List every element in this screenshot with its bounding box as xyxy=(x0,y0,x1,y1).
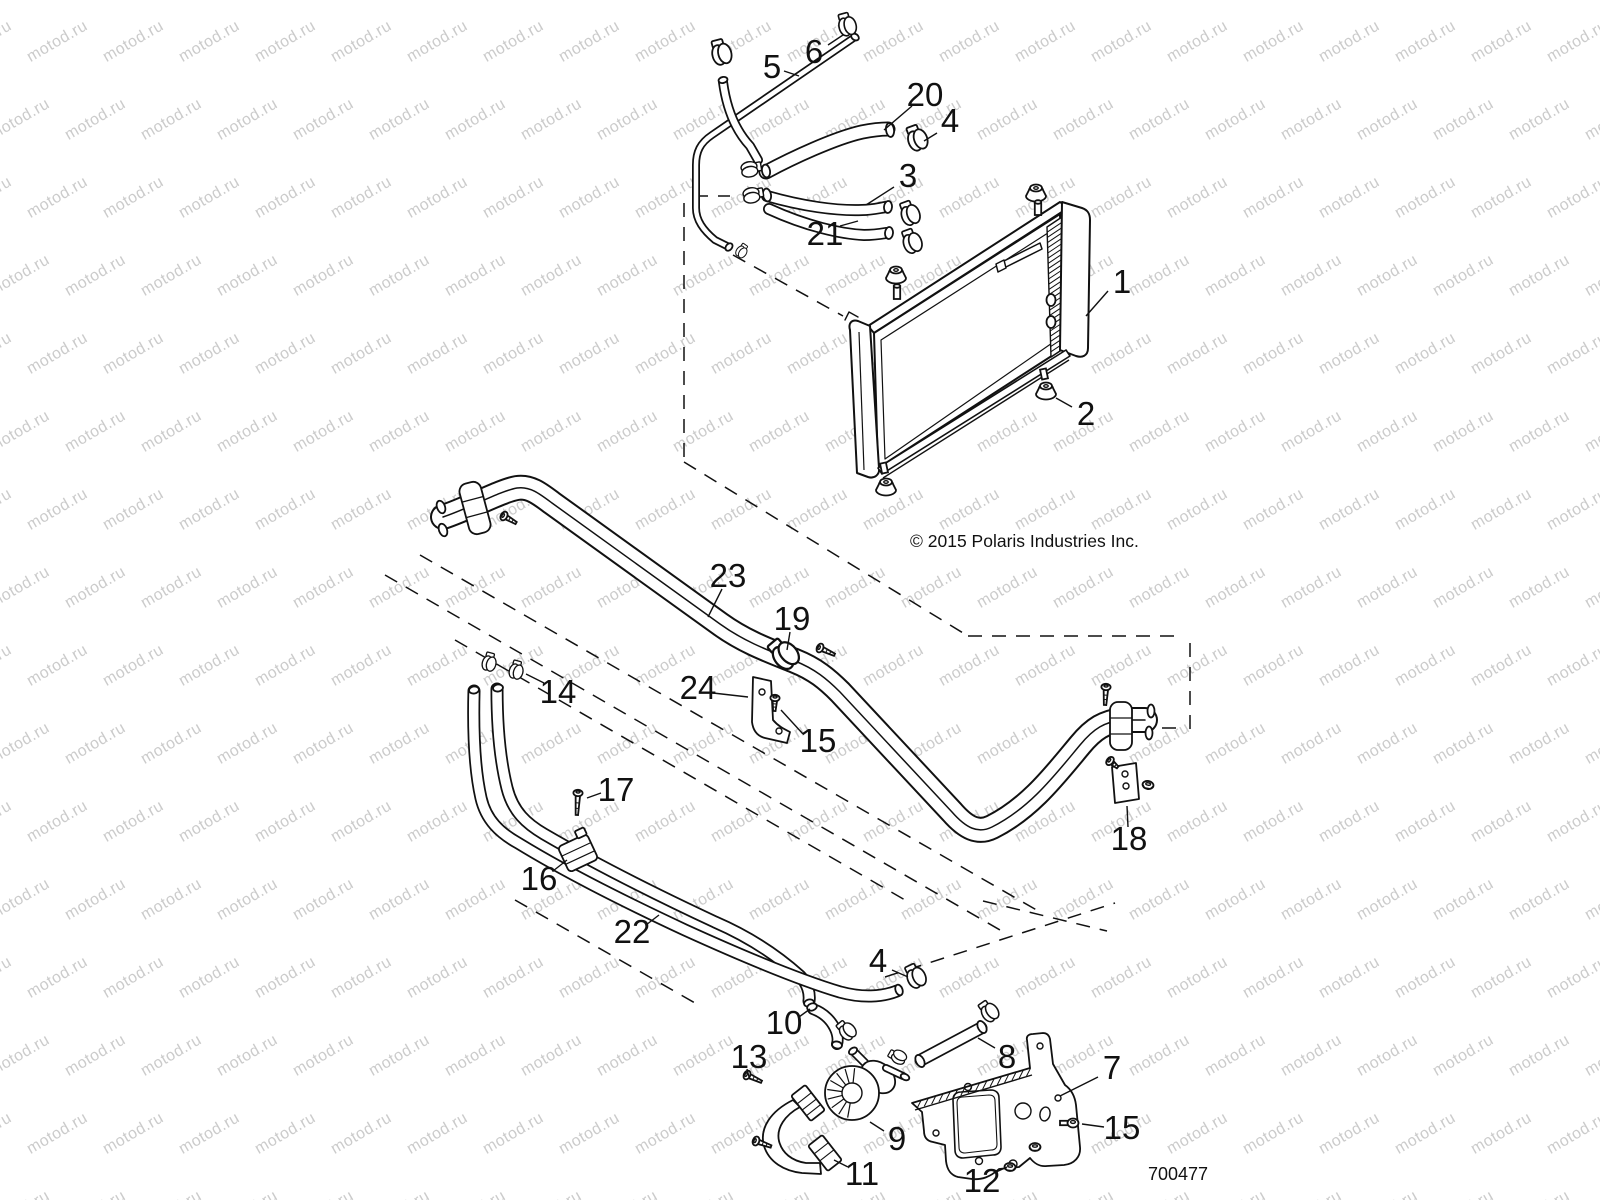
callout-4: 4 xyxy=(869,942,887,979)
callout-leader-13 xyxy=(746,1068,750,1078)
callout-leader-1 xyxy=(1085,290,1109,317)
callout-2: 2 xyxy=(1077,395,1095,432)
middle-coolant-tubes xyxy=(430,474,1158,843)
callout-6: 6 xyxy=(805,33,823,70)
callout-15: 15 xyxy=(800,722,837,759)
callout-leader-6 xyxy=(827,34,844,46)
callout-leader-11 xyxy=(833,1159,849,1168)
callout-leader-4 xyxy=(923,132,938,142)
callout-leader-15 xyxy=(780,709,804,735)
callout-leader-16 xyxy=(552,859,568,872)
callout-4: 4 xyxy=(941,102,959,139)
callout-leader-14 xyxy=(525,673,545,684)
callout-16: 16 xyxy=(521,860,558,897)
callout-7: 7 xyxy=(1103,1049,1121,1086)
bypass-hose-and-tube xyxy=(806,999,1000,1068)
callout-leader-4 xyxy=(891,969,909,978)
callout-15: 15 xyxy=(1104,1109,1141,1146)
callout-24: 24 xyxy=(680,669,717,706)
callout-17: 17 xyxy=(598,771,635,808)
bracket-18 xyxy=(1105,756,1155,804)
callout-10: 10 xyxy=(766,1004,803,1041)
heater-hoses xyxy=(467,651,927,1008)
callout-leader-21 xyxy=(839,220,859,227)
callout-leader-7 xyxy=(1059,1076,1099,1097)
callout-leader-3 xyxy=(865,186,895,206)
water-pump xyxy=(824,1046,911,1121)
mounting-plate xyxy=(911,1032,1081,1181)
callout-23: 23 xyxy=(710,557,747,594)
callout-19: 19 xyxy=(774,600,811,637)
callout-leader-23 xyxy=(707,588,723,618)
callout-leader-9 xyxy=(869,1121,885,1132)
callout-leader-20 xyxy=(883,105,913,131)
callout-18: 18 xyxy=(1111,820,1148,857)
callout-leader-18 xyxy=(1126,805,1129,828)
callout-11: 11 xyxy=(845,1155,879,1192)
callout-leader-10 xyxy=(798,1008,811,1018)
callout-12: 12 xyxy=(964,1162,1001,1199)
bracket-24 xyxy=(751,676,791,744)
callout-8: 8 xyxy=(998,1038,1016,1075)
upper-hose-assembly xyxy=(692,11,929,259)
pump-bracket xyxy=(742,1069,843,1175)
radiator-drawing xyxy=(844,183,1091,497)
callout-leader-22 xyxy=(645,914,660,926)
callout-leader-8 xyxy=(977,1037,996,1049)
callout-leader-17 xyxy=(586,792,602,799)
callout-leader-15 xyxy=(1081,1123,1105,1128)
callout-5: 5 xyxy=(763,48,781,85)
phantom-lines xyxy=(384,195,1191,1004)
callout-20: 20 xyxy=(907,76,944,113)
callout-14: 14 xyxy=(540,673,577,710)
callout-leader-12 xyxy=(993,1166,1008,1174)
callout-3: 3 xyxy=(899,157,917,194)
callout-21: 21 xyxy=(807,215,844,252)
callout-leader-24 xyxy=(712,692,749,698)
callout-22: 22 xyxy=(614,913,651,950)
callout-leader-2 xyxy=(1055,397,1073,408)
figure-number: 700477 xyxy=(1148,1164,1209,1184)
callout-leader-5 xyxy=(783,70,800,77)
callout-1: 1 xyxy=(1113,263,1131,300)
copyright-text: © 2015 Polaris Industries Inc. xyxy=(910,531,1139,551)
callout-leader-19 xyxy=(786,631,791,651)
callout-9: 9 xyxy=(888,1120,906,1157)
callout-13: 13 xyxy=(731,1038,768,1075)
